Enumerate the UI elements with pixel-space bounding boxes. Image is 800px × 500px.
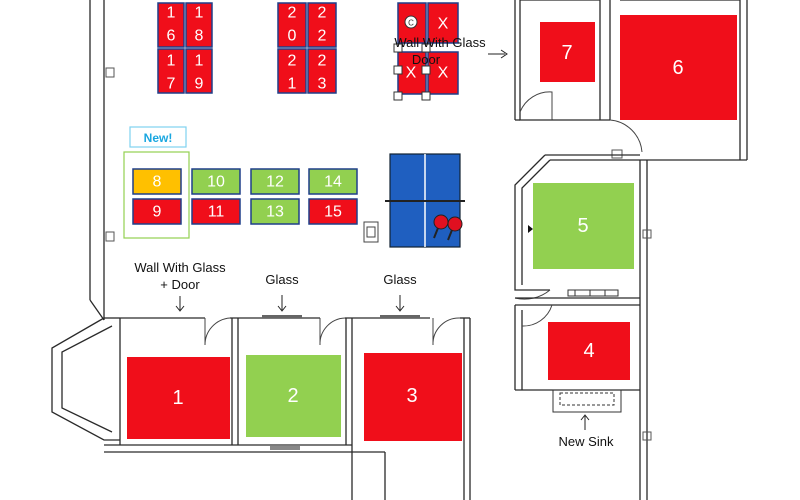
wall-glass-door-label-2: + Door [160,277,200,292]
desk-group-top: 1 6 1 8 1 7 1 9 2 0 2 2 2 1 2 3 [157,2,337,94]
new-badge-label: New! [144,131,173,145]
room-5[interactable] [533,183,634,269]
desk-16-label-b: 6 [167,28,176,45]
desk-21[interactable] [277,48,307,94]
room-4-label: 4 [583,340,594,362]
desk-19-label-b: 9 [195,76,204,93]
room-1-label: 1 [172,387,183,409]
desk-14[interactable] [308,168,358,195]
desk-19[interactable] [185,48,213,94]
desk-18-label-b: 8 [195,28,204,45]
desk-16[interactable] [157,2,185,48]
x-desk-4-label: X [438,65,449,82]
desk-19-label-a: 1 [195,53,204,70]
svg-text:C: C [408,19,414,28]
desk-17-label-b: 7 [167,76,176,93]
desk-9[interactable] [132,198,182,225]
room-6-label: 6 [672,57,683,79]
desk-21-label-b: 1 [288,76,297,93]
arrow-icon [395,295,405,312]
desk-10-label: 10 [207,174,225,191]
room-6[interactable] [620,15,737,120]
wall-glass-door-label: Wall With Glass [134,260,226,275]
room-3-label: 3 [406,385,417,407]
desk-15[interactable] [308,198,358,225]
desk-18-label-a: 1 [195,5,204,22]
desk-8[interactable] [132,168,182,195]
arrow-icon [580,414,590,430]
arrow-icon [175,296,185,312]
room-1[interactable] [127,357,230,439]
x-desk-3-label: X [406,65,417,82]
room-2-label: 2 [287,385,298,407]
desk-23[interactable] [307,48,337,94]
desk-22-label-b: 2 [318,28,327,45]
room-2[interactable] [246,355,341,437]
walls [51,0,748,500]
x-desk-2-label: X [438,16,449,33]
desk-13[interactable] [250,198,300,225]
desk-23-label-b: 3 [318,76,327,93]
camera-icon: C [404,15,418,29]
x-desk-group: X X X C Wall With Glass Door [393,2,508,101]
desk-10[interactable] [191,168,241,195]
desk-group-mid: 8 9 10 11 12 13 14 15 [132,168,358,225]
room-7[interactable] [540,22,595,82]
paddles-icon [433,214,463,241]
desk-15-label: 15 [324,204,342,221]
desk-8-label: 8 [153,174,162,191]
desk-9-label: 9 [153,204,162,221]
desk-12[interactable] [250,168,300,195]
room-5-label: 5 [577,215,588,237]
ping-pong-table-icon [385,153,465,248]
room-7-label: 7 [561,42,572,64]
desk-18[interactable] [185,2,213,48]
glass-label-room2: Glass [265,272,299,287]
wall-glass-top-label: Wall With Glass [394,35,486,50]
room-3[interactable] [364,353,462,441]
desk-22[interactable] [307,2,337,48]
desk-23-label-a: 2 [318,53,327,70]
desk-13-label: 13 [266,204,284,221]
desk-21-label-a: 2 [288,53,297,70]
desk-14-label: 14 [324,174,342,191]
arrow-icon [488,49,508,59]
desk-11-label: 11 [208,204,225,221]
desk-17[interactable] [157,48,185,94]
desk-16-label-a: 1 [167,5,176,22]
new-badge [129,126,187,148]
x-desk-2[interactable] [427,2,459,44]
room-4[interactable] [548,322,630,380]
wall-glass-top-label-2: Door [412,52,441,67]
desk-12-label: 12 [266,174,284,191]
desk-22-label-a: 2 [318,5,327,22]
desk-11[interactable] [191,198,241,225]
desk-20-label-b: 0 [288,28,297,45]
new-sink-label: New Sink [559,434,614,449]
new-area-outline [123,151,190,239]
glass-label-room3: Glass [383,272,417,287]
desk-20-label-a: 2 [288,5,297,22]
desk-20[interactable] [277,2,307,48]
desk-17-label-a: 1 [167,53,176,70]
arrow-icon [277,295,287,312]
locker-icon [363,221,379,243]
